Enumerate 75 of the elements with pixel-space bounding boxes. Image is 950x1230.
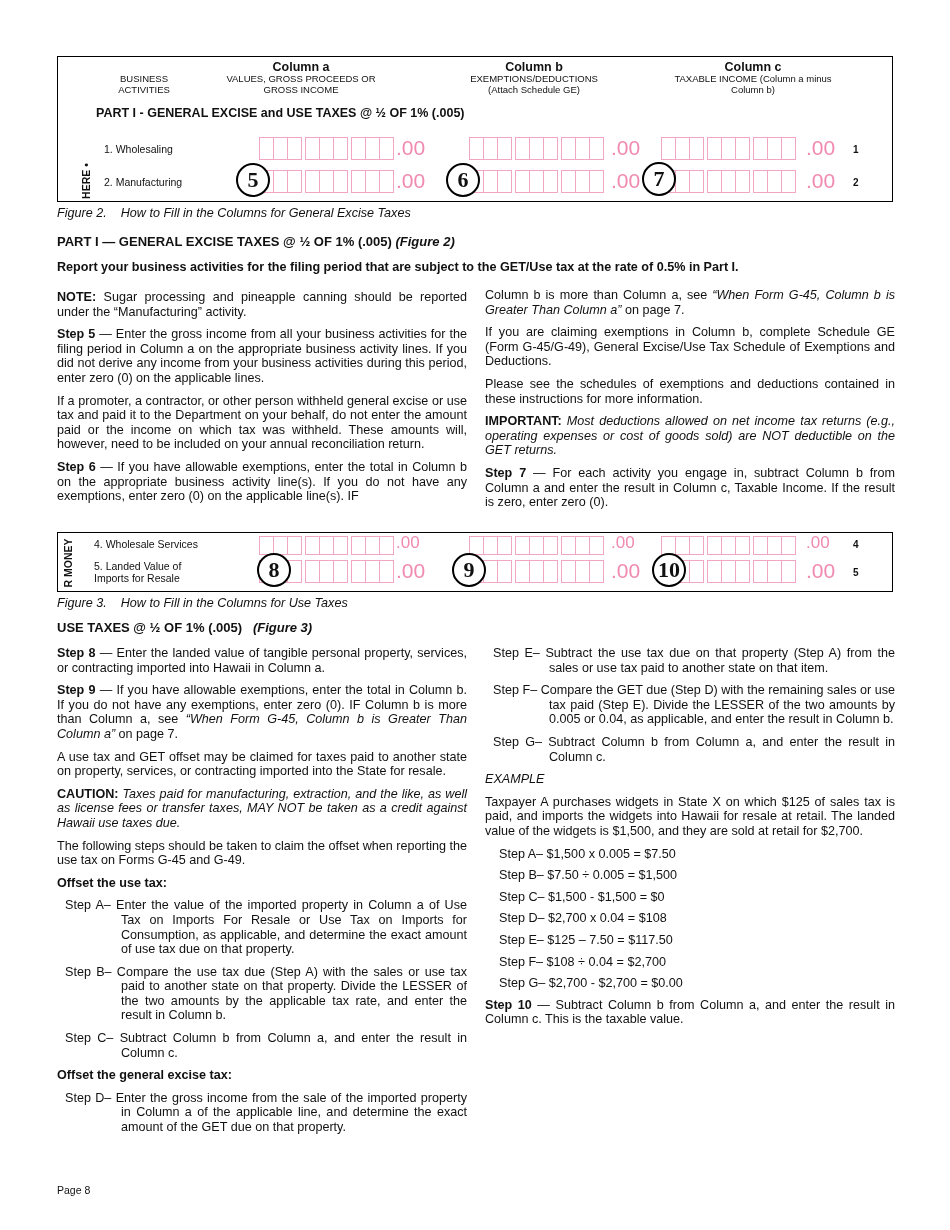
step-instruction: Step F– Compare the GET due (Step D) with the remaining sales or use tax paid (Step E). Divide the LESSER of the two amounts by 0.005 or 0.04, as applicable, and enter the result in Column b. <box>492 683 895 727</box>
cents-suffix: .00 <box>611 534 635 552</box>
intro-paragraph: Report your business activities for the filing period that are subject to the GET/Use tax at the rate of 0.5% in Part I. <box>57 260 740 275</box>
column-title: Column a <box>271 60 331 74</box>
paragraph: Column b is more than Column a, see “When Form G-45, Column b is Greater Than Column a” on page 7. <box>485 288 895 318</box>
figure-caption: Figure 2. How to Fill in the Columns for General Excise Taxes <box>57 206 411 220</box>
circled-step-number: 9 <box>452 553 486 587</box>
step-instruction: Step C– Subtract Column b from Column a, and enter the result in Column c. <box>64 1031 467 1061</box>
line-number: 5 <box>853 567 859 578</box>
column-title: Column b <box>504 60 564 74</box>
line-number: 1 <box>853 144 859 155</box>
calculation-line: Step B– $7.50 ÷ 0.005 = $1,500 <box>498 868 679 883</box>
part-heading: PART I - GENERAL EXCISE and USE TAXES @ ½ OF 1% (.005) <box>96 107 465 119</box>
row-label: 2. Manufacturing <box>104 176 183 188</box>
step-instruction: Step A– Enter the value of the imported property in Column a of Use Tax on Imports For Resale or Use Tax on Imports for Consumption, as applicable, and determine the exact amount of use tax due on that property. <box>64 898 467 957</box>
paragraph: Step 7 — For each activity you engage in, subtract Column b from Column a and enter the result in Column c, Taxable Income. If the result is zero, enter zero (0). <box>485 465 895 510</box>
cents-suffix: .00 <box>396 534 420 552</box>
paragraph: The following steps should be taken to claim the offset when reporting the use tax on Forms G-45 and G-49. <box>57 838 467 868</box>
step-instruction: Step G– Subtract Column b from Column a, and enter the result in Column c. <box>492 734 895 765</box>
line-number: 2 <box>853 177 859 188</box>
paragraph: If you are claiming exemptions in Column b, complete Schedule GE (Form G-45/G-49), General Excise/Use Tax Schedule of Exemptions and Deductions. <box>485 325 895 369</box>
calculation-line: Step E– $125 – 7.50 = $117.50 <box>498 932 674 948</box>
cents-suffix: .00 <box>396 170 426 192</box>
paragraph: CAUTION: Taxes paid for manufacturing, extraction, and the like, as well as license fees or transfer taxes, MAY NOT be taken as a credit against Hawaii use taxes due. <box>57 786 467 831</box>
cents-suffix: .00 <box>396 560 426 582</box>
paragraph: Taxpayer A purchases widgets in State X on which $125 of sales tax is paid, and imports the widgets into Hawaii for resale at retail. The landed value of the widgets is $1,500, and they are sold at retail for $2,700. <box>485 794 895 839</box>
column-header: EXEMPTIONS/DEDUCTIONS (Attach Schedule GE) <box>469 73 599 95</box>
calculation-line: Step C– $1,500 - $1,500 = $0 <box>498 889 666 905</box>
step-instruction: Step E– Subtract the use tax due on that property (Step A) from the sales or use tax paid to another state on that item. <box>492 646 895 676</box>
cents-suffix: .00 <box>611 137 641 159</box>
paragraph: A use tax and GET offset may be claimed for taxes paid to another state on property, services, or contracting imported into the State for resale. <box>57 749 467 779</box>
column-header: TAXABLE INCOME (Column a minus Column b) <box>673 73 833 95</box>
paragraph: Please see the schedules of exemptions and deductions contained in these instructions for more information. <box>485 376 895 407</box>
circled-step-number: 5 <box>236 163 270 197</box>
row-label: 5. Landed Value of Imports for Resale <box>94 560 183 584</box>
paragraph: Step 9 — If you have allowable exemptions, enter the total in Column b. If you do not have any exemptions, enter zero (0). IF Column b is more than Column a, see “When Form G-45, Column b is Greater Than Column a” on page 7. <box>57 683 467 742</box>
paragraph: If a promoter, a contractor, or other person withheld general excise or use tax and paid it to the Department on your behalf, do not enter the amount paid or the income on which tax was withheld. These amounts will, however, need to be included on your annual reconciliation return. <box>57 393 467 452</box>
step-instruction: Step D– Enter the gross income from the sale of the imported property in Column a of the applicable line, and determine the exact amount of the GET due on that property. <box>64 1090 467 1135</box>
cents-suffix: .00 <box>806 137 836 159</box>
calculation-line: Step G– $2,700 - $2,700 = $0.00 <box>498 976 684 991</box>
example-heading: EXAMPLE <box>485 772 546 787</box>
column-header: VALUES, GROSS PROCEEDS OR GROSS INCOME <box>225 73 377 95</box>
cents-suffix: .00 <box>611 170 641 192</box>
calculation-line: Step A– $1,500 x 0.005 = $7.50 <box>498 846 677 862</box>
circled-step-number: 6 <box>446 163 480 197</box>
column-header: BUSINESS ACTIVITIES <box>117 73 171 95</box>
row-label: 1. Wholesaling <box>104 143 173 155</box>
step-instruction: Step B– Compare the use tax due (Step A) with the sales or use tax paid to another state on that property. Divide the LESSER of the two amounts by the applicable tax rate, and enter the result in Column b. <box>64 964 467 1024</box>
row-label: 4. Wholesale Services <box>94 538 198 550</box>
cents-suffix: .00 <box>806 534 830 552</box>
section-heading: PART I — GENERAL EXCISE TAXES @ ½ OF 1% (.005) (Figure 2) <box>57 234 455 249</box>
paragraph: Step 5 — Enter the gross income from all your business activities for the filing period in Column a on the appropriate business activity lines. If you did not derive any income from your business activities during this period, enter zero (0) on the applicable lines. <box>57 327 467 386</box>
circled-step-number: 8 <box>257 553 291 587</box>
cents-suffix: .00 <box>611 560 641 582</box>
paragraph: Step 8 — Enter the landed value of tangible personal property, services, or contracting imported into Hawaii in Column a. <box>57 646 467 676</box>
calculation-line: Step D– $2,700 x 0.04 = $108 <box>498 911 668 926</box>
paragraph: Step 10 — Subtract Column b from Column a, and enter the result in Column c. This is the taxable value. <box>485 997 895 1027</box>
cents-suffix: .00 <box>396 137 426 159</box>
side-label: R MONEY <box>62 538 74 588</box>
column-title: Column c <box>723 60 783 74</box>
subheading: Offset the general excise tax: <box>57 1068 233 1083</box>
cents-suffix: .00 <box>806 560 836 582</box>
paragraph: NOTE: Sugar processing and pineapple canning should be reported under the “Manufacturing” activity. <box>57 290 467 320</box>
line-number: 4 <box>853 539 859 550</box>
page-number: Page 8 <box>57 1184 91 1196</box>
subheading: Offset the use tax: <box>57 875 168 891</box>
paragraph: Step 6 — If you have allowable exemptions, enter the total in Column b on the appropriate business activity line(s). If you do not have any exemptions, enter zero (0) on the applicable line(s). IF <box>57 459 467 504</box>
circled-step-number: 10 <box>652 553 686 587</box>
side-label: HERE • <box>80 163 92 199</box>
paragraph: IMPORTANT: Most deductions allowed on net income tax returns (e.g., operating expenses or cost of goods sold) are NOT deductible on the GET returns. <box>485 414 895 458</box>
calculation-line: Step F– $108 ÷ 0.04 = $2,700 <box>498 954 667 970</box>
section-heading: USE TAXES @ ½ OF 1% (.005) (Figure 3) <box>57 620 313 635</box>
cents-suffix: .00 <box>806 170 836 192</box>
circled-step-number: 7 <box>642 162 676 196</box>
figure-caption: Figure 3. How to Fill in the Columns for Use Taxes <box>57 596 348 610</box>
